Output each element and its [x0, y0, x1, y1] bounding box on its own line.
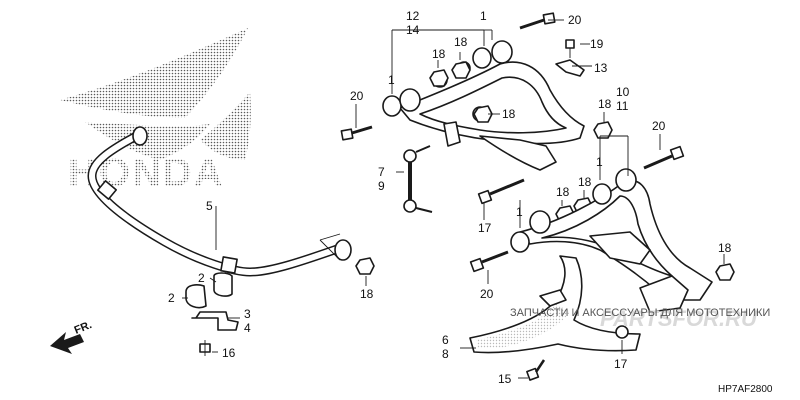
- callout-20: 20: [652, 119, 666, 133]
- bolt-15: [526, 359, 546, 381]
- callout-19: 19: [590, 37, 604, 51]
- callout-20: 20: [480, 287, 494, 301]
- callout-1: 1: [516, 205, 523, 219]
- callout-1: 1: [480, 9, 487, 23]
- callout-20: 20: [350, 89, 364, 103]
- honda-wing-logo: [60, 28, 251, 160]
- callout-7: 7: [378, 165, 385, 179]
- callout-13: 13: [594, 61, 608, 75]
- stabilizer-link: [403, 145, 433, 213]
- callout-6: 6: [442, 333, 449, 347]
- callout-18: 18: [502, 107, 516, 121]
- bolt-19: [565, 39, 575, 58]
- callout-5: 5: [206, 199, 213, 213]
- callout-18: 18: [578, 175, 592, 189]
- bolt-20-upper-left: [340, 125, 373, 141]
- nuts-18: [355, 61, 735, 281]
- callout-3: 3: [244, 307, 251, 321]
- diagram-code: HP7AF2800: [718, 384, 773, 395]
- callout-18: 18: [598, 97, 612, 111]
- callout-18: 18: [432, 47, 446, 61]
- bolt-20-top: [519, 12, 556, 30]
- callout-15: 15: [498, 372, 512, 386]
- callout-11: 11: [616, 99, 629, 113]
- callout-14: 14: [406, 23, 420, 37]
- callout-1: 1: [596, 155, 603, 169]
- bolt-20-lower: [469, 250, 509, 273]
- callout-labels: 12 14 1 1 20 18 18 19 13 20 18 7 9 10 11…: [168, 9, 732, 386]
- callout-17: 17: [478, 221, 492, 235]
- front-indicator-label: FR.: [73, 319, 94, 337]
- bolt-20-right: [643, 145, 685, 170]
- callout-18: 18: [360, 287, 374, 301]
- bracket-13: [555, 59, 585, 77]
- callout-1: 1: [388, 73, 395, 87]
- callout-9: 9: [378, 179, 385, 193]
- callout-12: 12: [406, 9, 420, 23]
- leader-lines: [182, 19, 725, 379]
- callout-20: 20: [568, 13, 582, 27]
- callout-4: 4: [244, 321, 251, 335]
- callout-18: 18: [556, 185, 570, 199]
- bolt-17-mid: [477, 178, 525, 205]
- callout-8: 8: [442, 347, 449, 361]
- callout-2: 2: [168, 291, 175, 305]
- callout-17: 17: [614, 357, 628, 371]
- callout-18: 18: [454, 35, 468, 49]
- callout-18: 18: [718, 241, 732, 255]
- watermark-text: ЗАПЧАСТИ И АКСЕССУАРЫ ДЛЯ МОТОТЕХНИКИ: [510, 307, 770, 319]
- watermark-site: PARTSFOR.RU: [600, 306, 758, 331]
- bushing-holder-group: [185, 272, 239, 356]
- front-direction-arrow-icon: [50, 332, 84, 354]
- callout-10: 10: [616, 85, 630, 99]
- callout-2: 2: [198, 271, 205, 285]
- callout-16: 16: [222, 346, 236, 360]
- skid-guard: [469, 255, 641, 354]
- lower-arm: [510, 168, 713, 313]
- stabilizer-bar: [87, 126, 352, 277]
